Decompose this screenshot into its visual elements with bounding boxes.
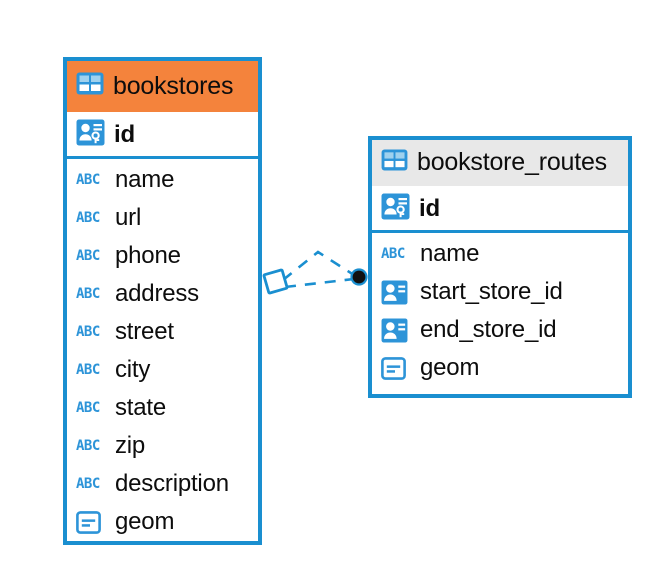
field-row-street[interactable]: ABC street — [67, 313, 258, 351]
geometry-type-icon — [76, 510, 106, 534]
field-list-bookstore-routes: ABC name start_store_id — [372, 233, 628, 391]
entity-title: bookstores — [113, 71, 234, 100]
field-row-address[interactable]: ABC address — [67, 275, 258, 313]
field-list-bookstores: ABC name ABC url ABC phone ABC address A… — [67, 159, 258, 545]
entity-bookstore-routes[interactable]: bookstore_routes id — [368, 136, 632, 398]
field-label-id: id — [419, 194, 440, 222]
field-row-name[interactable]: ABC name — [67, 161, 258, 199]
field-row-id[interactable]: id — [372, 186, 628, 230]
entity-title: bookstore_routes — [417, 148, 607, 177]
field-label: city — [115, 356, 151, 384]
text-type-icon: ABC — [76, 210, 100, 226]
primary-key-section-bookstore-routes: id — [372, 186, 628, 233]
field-label-id: id — [114, 120, 135, 148]
field-row-geom[interactable]: geom — [67, 503, 258, 541]
field-row-geom[interactable]: geom — [372, 349, 628, 387]
field-label: name — [420, 240, 480, 268]
field-label: name — [115, 166, 175, 194]
text-type-icon: ABC — [76, 324, 100, 340]
text-type-icon: ABC — [76, 362, 100, 378]
field-label: end_store_id — [420, 316, 557, 344]
relationship-line-lower — [284, 277, 355, 289]
field-label: state — [115, 394, 167, 422]
relationship-line-upper — [282, 250, 355, 282]
primary-key-section-bookstores: id — [67, 112, 258, 159]
field-row-name[interactable]: ABC name — [372, 235, 628, 273]
entity-header-bookstore-routes[interactable]: bookstore_routes — [372, 140, 628, 186]
relationship-diamond-endpoint — [262, 268, 289, 295]
relationship-circle-endpoint — [350, 268, 368, 286]
text-type-icon: ABC — [76, 286, 100, 302]
foreign-key-icon — [381, 317, 411, 343]
text-type-icon: ABC — [76, 172, 100, 188]
field-label: url — [115, 204, 142, 232]
field-label: street — [115, 318, 174, 346]
field-row-phone[interactable]: ABC phone — [67, 237, 258, 275]
foreign-key-icon — [381, 279, 411, 305]
text-type-icon: ABC — [76, 438, 100, 454]
field-label: phone — [115, 242, 181, 270]
table-icon — [76, 72, 104, 100]
field-row-state[interactable]: ABC state — [67, 389, 258, 427]
entity-header-bookstores[interactable]: bookstores — [67, 61, 258, 112]
field-row-end-store-id[interactable]: end_store_id — [372, 311, 628, 349]
field-row-description[interactable]: ABC description — [67, 465, 258, 503]
field-label: geom — [420, 354, 480, 382]
field-row-zip[interactable]: ABC zip — [67, 427, 258, 465]
field-row-id[interactable]: id — [67, 112, 258, 156]
text-type-icon: ABC — [76, 400, 100, 416]
text-type-icon: ABC — [381, 246, 405, 262]
field-label: description — [115, 470, 229, 498]
field-label: start_store_id — [420, 278, 563, 306]
text-type-icon: ABC — [76, 248, 100, 264]
geometry-type-icon — [381, 356, 411, 380]
table-icon — [381, 149, 408, 176]
primary-key-icon — [76, 119, 105, 151]
text-type-icon: ABC — [76, 476, 100, 492]
field-label: address — [115, 280, 199, 308]
entity-bookstores[interactable]: bookstores id — [63, 57, 262, 545]
field-label: geom — [115, 508, 175, 536]
primary-key-icon — [381, 193, 410, 225]
field-row-city[interactable]: ABC city — [67, 351, 258, 389]
field-label: zip — [115, 432, 146, 460]
field-row-start-store-id[interactable]: start_store_id — [372, 273, 628, 311]
field-row-url[interactable]: ABC url — [67, 199, 258, 237]
